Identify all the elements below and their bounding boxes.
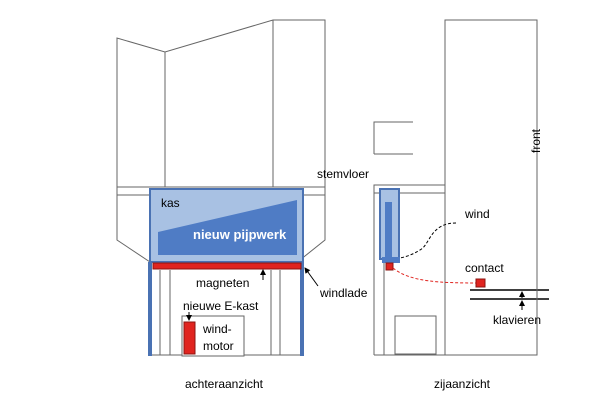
label-motor-line1: wind-	[202, 322, 232, 336]
ebox-red-module	[183, 321, 196, 355]
side-top-bracket	[373, 121, 413, 154]
label-contact: contact	[465, 261, 504, 275]
caption-back-view: achteraanzicht	[185, 377, 264, 391]
side-cabinet-box	[394, 315, 437, 355]
windlade-inner	[385, 202, 392, 257]
blue-post-left	[148, 262, 152, 356]
label-windlade: windlade	[319, 286, 368, 300]
label-kas: kas	[161, 196, 180, 210]
lower-side-right	[299, 195, 326, 261]
lower-side-left	[116, 195, 151, 263]
side-view	[373, 19, 538, 356]
case-top-outline	[116, 19, 326, 187]
windlade-arrow	[304, 267, 319, 287]
label-front: front	[529, 128, 543, 153]
label-pipework: nieuw pijpwerk	[193, 227, 287, 242]
caption-side-view: zijaanzicht	[434, 377, 491, 391]
front-tall-box	[444, 19, 538, 356]
contact-dashed-line	[392, 267, 481, 284]
magnets-bar	[152, 262, 302, 270]
label-motor-line2: motor	[203, 339, 234, 353]
label-magnets: magneten	[196, 276, 249, 290]
label-wind: wind	[464, 207, 490, 221]
pipework-wedge	[158, 200, 297, 255]
label-klavieren: klavieren	[493, 313, 541, 327]
blue-post-right	[300, 262, 304, 356]
label-ebox: nieuwe E-kast	[183, 299, 259, 313]
label-stemvloer: stemvloer	[317, 167, 369, 181]
windlade-foot	[382, 257, 400, 263]
back-view	[116, 19, 326, 356]
windlade-contact	[385, 262, 394, 271]
contact-square	[475, 278, 486, 288]
wind-dashed-line	[399, 222, 457, 259]
